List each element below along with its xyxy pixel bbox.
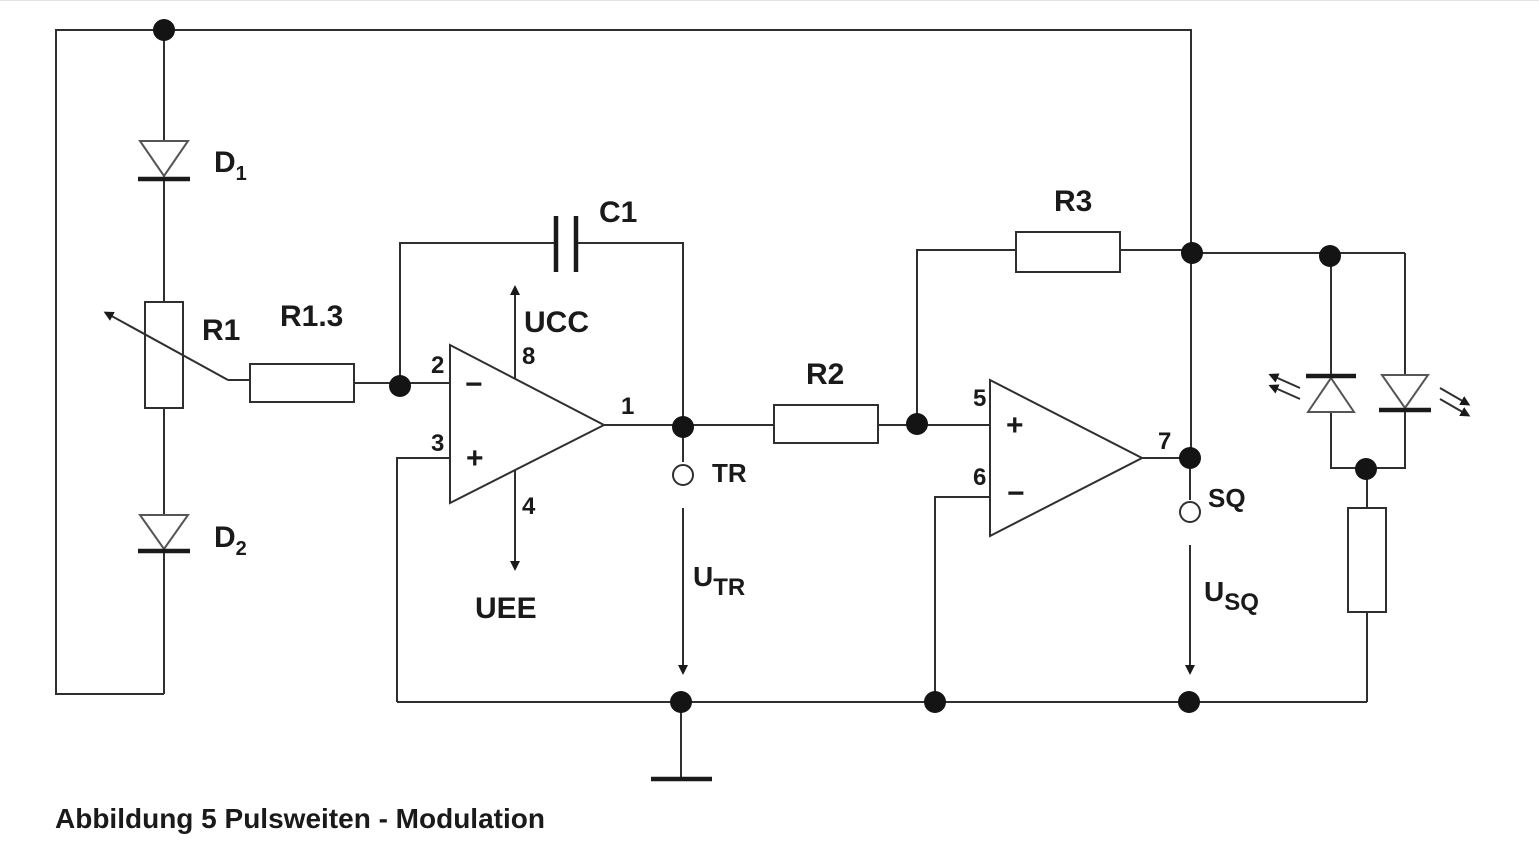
top-border-line <box>0 0 1539 1</box>
op1-plus-sign: + <box>466 442 484 475</box>
resistor-r13 <box>249 363 355 403</box>
label-ucc: UCC <box>524 306 589 339</box>
pin-op1-noninv: 3 <box>431 430 444 457</box>
diode-d2 <box>138 514 190 554</box>
wire-c1-loop <box>399 242 684 425</box>
label-r3: R3 <box>1054 185 1092 218</box>
wire-op2-inv <box>934 496 990 702</box>
led-right <box>1379 374 1471 417</box>
pin-op1-supply-pos: 8 <box>522 343 535 370</box>
label-c1: C1 <box>599 196 637 229</box>
label-d1: D1 <box>214 146 247 185</box>
pin-op2-out: 7 <box>1158 428 1171 455</box>
label-r1: R1 <box>202 314 240 347</box>
pin-op1-inv: 2 <box>431 352 444 379</box>
circuit-wires <box>55 29 1406 778</box>
label-d2: D2 <box>214 521 247 560</box>
op2-plus-sign: + <box>1006 409 1024 442</box>
wire-r3-loop <box>916 249 1191 425</box>
figure-caption: Abbildung 5 Pulsweiten - Modulation <box>55 803 545 834</box>
resistor-r3 <box>1015 231 1121 273</box>
pin-op2-noninv: 5 <box>973 385 986 412</box>
potentiometer-r1 <box>103 301 229 409</box>
capacitor-c1 <box>553 216 579 272</box>
label-r13: R1.3 <box>280 300 343 333</box>
pin-op1-out: 1 <box>621 393 634 420</box>
label-sq: SQ <box>1208 483 1246 513</box>
label-tr: TR <box>712 458 747 488</box>
label-usq: USQ <box>1204 576 1259 616</box>
wire-op1-noninv <box>396 457 450 702</box>
terminal-tr <box>672 464 694 486</box>
resistor-r2 <box>773 404 879 444</box>
wire-led-left <box>1330 253 1406 469</box>
diode-d1 <box>138 140 190 182</box>
op1-minus-sign: − <box>465 368 483 401</box>
label-uee: UEE <box>475 592 537 625</box>
junction-dots <box>153 19 1377 713</box>
pin-op2-inv: 6 <box>973 464 986 491</box>
label-utr: UTR <box>693 561 745 601</box>
led-left <box>1268 373 1356 413</box>
terminal-sq <box>1179 501 1201 523</box>
pin-op1-supply-neg: 4 <box>522 493 536 520</box>
label-r2: R2 <box>806 358 844 391</box>
resistor-led <box>1347 507 1387 613</box>
op2-minus-sign: − <box>1007 477 1025 510</box>
wire-outer-loop <box>55 29 164 695</box>
wire-top-rail <box>164 29 1192 455</box>
opamp-1 <box>449 285 607 571</box>
opamp-2 <box>989 378 1145 538</box>
